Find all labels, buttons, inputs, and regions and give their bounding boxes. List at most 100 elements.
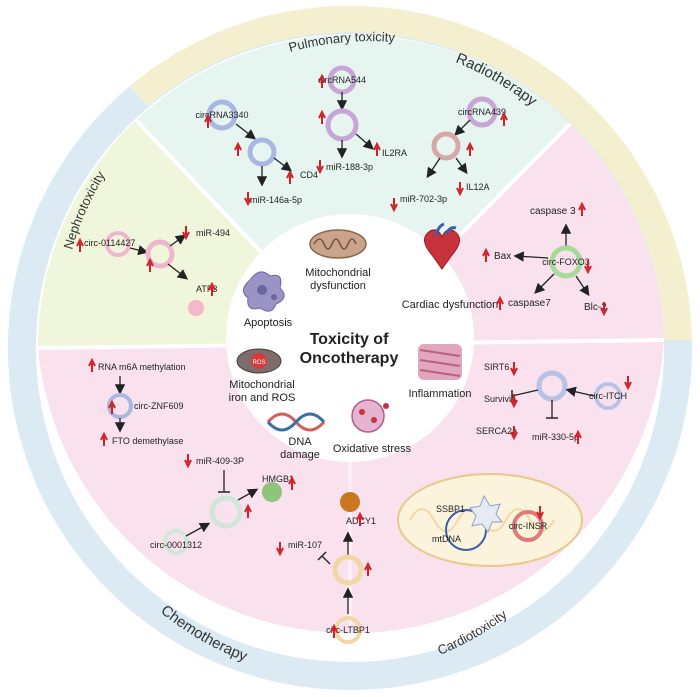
upregulation-arrow-icon [208,281,216,296]
foxo3-circle [549,245,583,279]
atf3-label: ATF3 [196,284,217,294]
downregulation-arrow-icon [456,182,464,197]
dna-label-1: DNA [288,436,312,448]
upregulation-arrow-icon [234,141,242,156]
znf609-label: circ-ZNF609 [134,401,184,411]
upregulation-arrow-icon [466,141,474,156]
mito-iron-label-1: Mitochondrial [229,379,294,391]
circ3340-label: circRNA3340 [195,110,248,120]
outer-ring [7,5,693,691]
upregulation-arrow-icon [288,475,296,490]
itch-label: circ-ITCH [589,391,627,401]
ssbp1-protein-icon [469,494,503,534]
circ0114427-circle [105,231,131,257]
mtdna-label: mtDNA [432,534,461,544]
caspase7-label: caspase7 [508,298,551,309]
ssbp1-label: SSBP1 [436,504,465,514]
upregulation-arrow-icon [100,431,108,446]
downregulation-arrow-icon [182,226,190,241]
circ0114427-label: circ-0114427 [84,238,135,248]
nephro-sponge [145,239,175,269]
circ0001312-sponge [209,495,243,529]
downregulation-arrow-icon [510,426,518,441]
hmgb1-protein-icon [262,482,282,502]
blc2-label: Blc-2 [584,302,607,313]
ros-text: ROS [252,360,265,366]
insr-circle [512,510,544,542]
pulmonary-panel: circRNA3340 CD4 miR-146a-5p circRNA544 I… [195,65,506,205]
foxo3-label: circ-FOXO3 [542,257,590,267]
outer-ring-radiotherapy [130,5,692,341]
upregulation-arrow-icon [204,113,212,128]
survivin-label: Survivin [484,394,516,404]
itch-sponge [536,370,568,402]
downregulation-arrow-icon [624,376,632,391]
circ3340-sponge [247,137,277,167]
mir494-label: miR-494 [196,228,230,238]
ltbp1-label: circ-LTBP1 [326,625,370,635]
upregulation-arrow-icon [108,399,116,414]
upregulation-arrow-icon [356,511,364,526]
mir188-label: miR-188-3p [326,162,373,172]
fto-label: FTO demethylase [112,436,183,446]
inflammation-label: Inflammation [409,388,472,400]
upregulation-arrow-icon [76,237,84,252]
sector-pulmonary [136,34,570,346]
downregulation-arrow-icon [536,506,544,521]
mito-dysfunction-label-2: dysfunction [310,280,366,292]
cardiac-dysfunction-label: Cardiac dysfunction [402,299,499,311]
upregulation-arrow-icon [244,503,252,518]
center-circle [226,214,474,462]
nephro-panel: circ-0114427 miR-494 ATF3 [84,228,230,316]
mir330-label: miR-330-5p [532,432,579,442]
upregulation-arrow-icon [286,169,294,184]
il2ra-label: IL2RA [382,148,407,158]
upregulation-arrow-icon [373,141,381,156]
mir409-label: miR-409-3P [196,456,244,466]
upregulation-arrow-icon [88,357,96,372]
mito-dysfunction-label-1: Mitochondrial [305,267,370,279]
mir107-label: miR-107 [288,540,322,550]
bax-label: Bax [494,251,511,262]
apoptosis-label: Apoptosis [244,317,293,329]
ltbp1-sponge [332,554,364,586]
il12a-label: IL12A [466,182,490,192]
circ544-sponge [325,108,359,142]
oxidative-stress-icon [351,399,389,433]
downregulation-arrow-icon [244,192,252,207]
mito-iron-label-2: iron and ROS [229,392,296,404]
dna-label-2: damage [280,449,320,461]
hmgb1-label: HMGB1 [262,474,294,484]
mir146-label: miR-146a-5p [250,195,302,205]
atf3-protein-icon [188,300,204,316]
upregulation-arrow-icon [574,429,582,444]
cd4-label: CD4 [300,170,318,180]
circ3340-circle [206,99,238,131]
upregulation-arrow-icon [318,73,326,88]
center-title-2: Oncotherapy [300,350,399,367]
mitochondria-icon [309,229,367,259]
circ439-circle [466,96,498,128]
downregulation-arrow-icon [276,542,284,557]
circ439-label: circRNA439 [458,107,506,117]
upregulation-arrow-icon [482,247,490,262]
upregulation-arrow-icon [146,257,154,272]
downregulation-arrow-icon [510,362,518,377]
sirt6-label: SIRT6 [484,362,509,372]
upregulation-arrow-icon [500,111,508,126]
chemo-panel: RNA m6A methylation circ-ZNF609 FTO deme… [98,362,376,644]
upregulation-arrow-icon [330,623,338,638]
adcy1-label: ADCY1 [346,516,376,526]
circ0001312-circle [163,529,189,555]
adcy1-protein-icon [340,492,360,512]
center-title-1: Toxicity of [310,331,389,348]
upregulation-arrow-icon [496,295,504,310]
apoptosis-icon [243,271,285,312]
oxidative-stress-label: Oxidative stress [333,443,412,455]
downregulation-arrow-icon [184,454,192,469]
inflammation-icon [418,344,462,380]
circ439-sponge [431,131,461,161]
regulation-arrows [76,73,632,638]
